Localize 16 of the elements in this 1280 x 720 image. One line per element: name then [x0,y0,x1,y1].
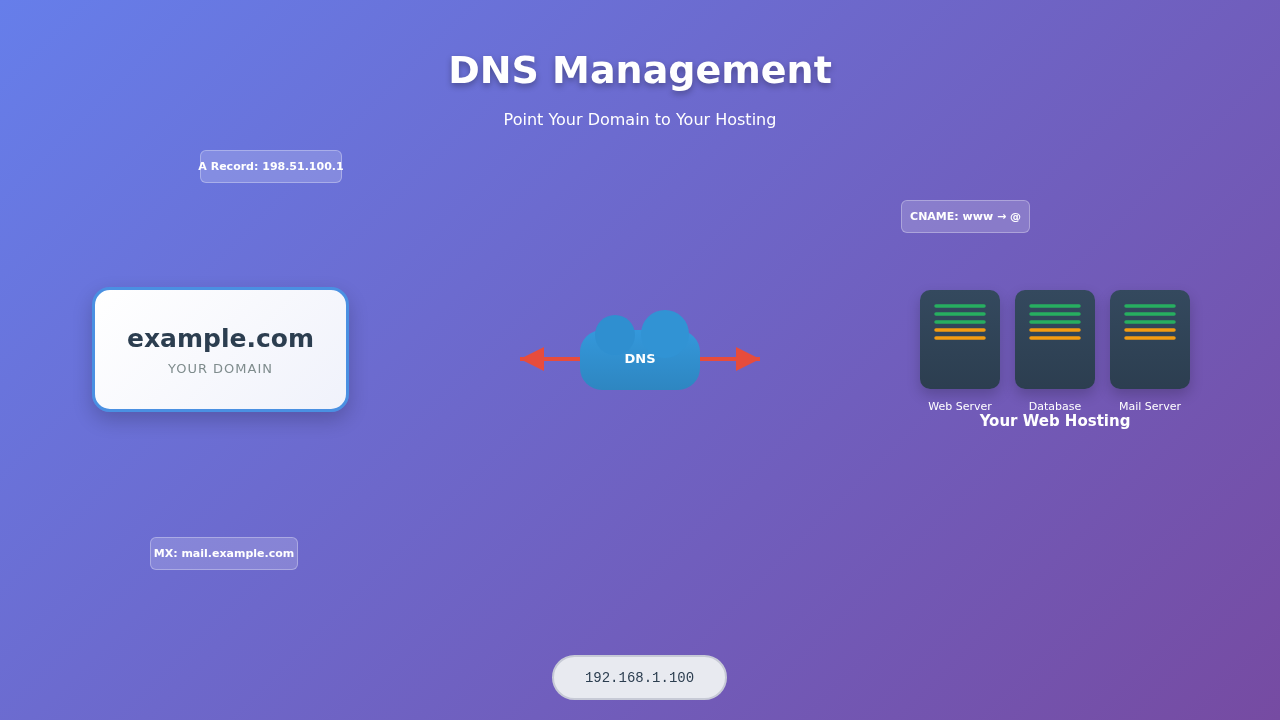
server-label: Database [1027,400,1083,413]
domain-name: example.com [127,323,314,353]
domain-caption: YOUR DOMAIN [167,360,274,376]
dns-record-tag: A Record: 198.51.100.1 [200,150,342,183]
dns-record-tag: CNAME: www → @ [901,200,1030,233]
title: DNS Management [447,48,833,92]
dns-record-tag: MX: mail.example.com [150,537,298,570]
cloud-label: DNS [623,351,657,366]
arrow [700,347,760,371]
subtitle: Point Your Domain to Your Hosting [502,110,778,129]
domain-card [92,287,349,412]
server-label: Web Server [927,400,993,413]
group-heading: Your Web Hosting [978,412,1132,430]
arrow [520,347,580,371]
server-label: Mail Server [1118,400,1182,413]
ip-address-badge: 192.168.1.100 [552,655,727,700]
